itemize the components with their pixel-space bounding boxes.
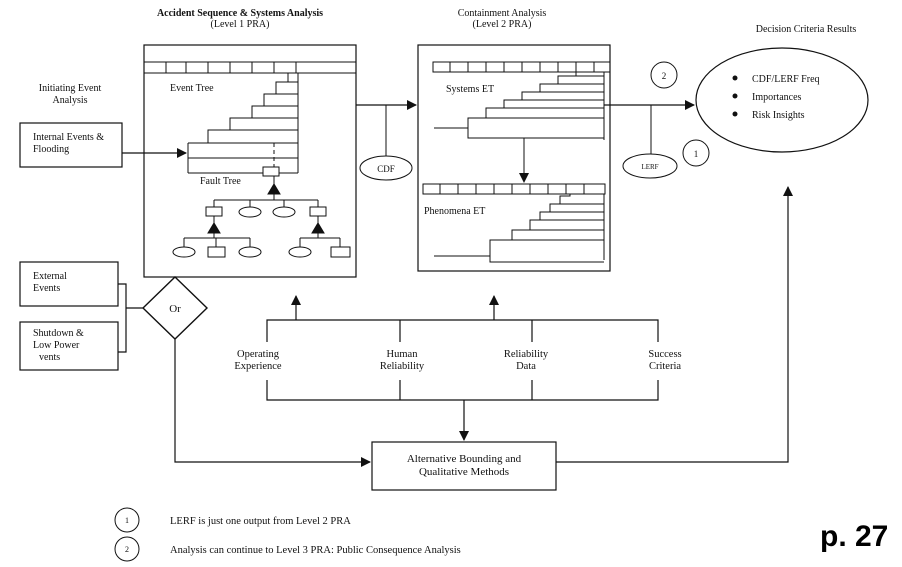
cdf-node: CDF xyxy=(359,155,413,181)
shutdown-line1: Shutdown & xyxy=(33,328,84,339)
legend-note-2-number: 2 xyxy=(125,545,129,554)
decision-bullet-2: Importances xyxy=(752,92,802,103)
initiating-title-2: Analysis xyxy=(53,95,88,106)
shutdown-line3: vents xyxy=(39,352,60,363)
level2-box: Systems ET Phenomena ET xyxy=(417,44,611,272)
input-human-2: Reliability xyxy=(380,361,425,372)
alternative-line2: Qualitative Methods xyxy=(419,466,509,478)
phenomena-et-label: Phenomena ET xyxy=(424,206,485,217)
external-events-line1: External xyxy=(33,271,67,282)
systems-et-label: Systems ET xyxy=(446,84,494,95)
shutdown-events-box: Shutdown & Low Power vents xyxy=(19,321,119,371)
input-reliability-1: Reliability xyxy=(504,349,549,360)
or-gate: Or xyxy=(141,276,209,340)
level1-title: Accident Sequence & Systems Analysis xyxy=(157,8,323,19)
level1-box: Event Tree Fault Tree xyxy=(143,44,357,278)
decision-ellipse: CDF/LERF Freq Importances Risk Insights xyxy=(695,47,869,153)
page-number: p. 27 xyxy=(820,520,888,553)
input-reliability-2: Data xyxy=(516,361,536,372)
bullet-dot xyxy=(732,111,738,117)
level2-title: Containment Analysis xyxy=(458,8,547,19)
external-events-line2: Events xyxy=(33,283,60,294)
level1-subtitle: (Level 1 PRA) xyxy=(211,19,270,30)
legend-note-1: 1 LERF is just one output from Level 2 P… xyxy=(114,507,351,533)
alternative-line1: Alternative Bounding and xyxy=(407,453,522,465)
input-operating-1: Operating xyxy=(237,349,280,360)
or-gate-label: Or xyxy=(169,303,181,315)
arrow-or-to-alternative xyxy=(174,339,371,467)
bullet-dot xyxy=(732,75,738,81)
internal-events-box: Internal Events & Flooding xyxy=(19,122,123,168)
fault-tree-graphic xyxy=(172,166,351,258)
alternative-methods-box: Alternative Bounding and Qualitative Met… xyxy=(371,441,557,491)
decision-title: Decision Criteria Results xyxy=(756,24,857,35)
event-tree-label: Event Tree xyxy=(170,83,214,94)
lerf-label: LERF xyxy=(641,163,658,171)
external-events-box: External Events xyxy=(19,261,119,307)
legend-note-2-text: Analysis can continue to Level 3 PRA: Pu… xyxy=(170,545,461,556)
legend-note-1-text: LERF is just one output from Level 2 PRA xyxy=(170,516,351,527)
decision-bullet-3: Risk Insights xyxy=(752,110,805,121)
decision-bullet-1: CDF/LERF Freq xyxy=(752,74,820,85)
bullet-dot xyxy=(732,93,738,99)
input-success-2: Criteria xyxy=(649,361,681,372)
fault-tree-label: Fault Tree xyxy=(200,176,241,187)
cdf-label: CDF xyxy=(377,164,395,174)
input-human-1: Human xyxy=(387,349,419,360)
input-success-1: Success xyxy=(648,349,681,360)
legend-note-1-number: 1 xyxy=(125,516,129,525)
level2-subtitle: (Level 2 PRA) xyxy=(473,19,532,30)
marker-2: 2 xyxy=(650,61,678,89)
input-operating-2: Experience xyxy=(234,361,282,372)
internal-events-line2: Flooding xyxy=(33,144,69,155)
lerf-node: LERF xyxy=(622,153,678,179)
marker-1: 1 xyxy=(682,139,710,167)
legend-note-2: 2 Analysis can continue to Level 3 PRA: … xyxy=(114,536,461,562)
marker-1-number: 1 xyxy=(694,149,699,159)
initiating-title-1: Initiating Event xyxy=(39,83,102,94)
arrow-alternative-to-decision xyxy=(556,186,793,463)
shutdown-line2: Low Power xyxy=(33,340,80,351)
marker-2-number: 2 xyxy=(662,71,667,81)
internal-events-line1: Internal Events & xyxy=(33,132,104,143)
